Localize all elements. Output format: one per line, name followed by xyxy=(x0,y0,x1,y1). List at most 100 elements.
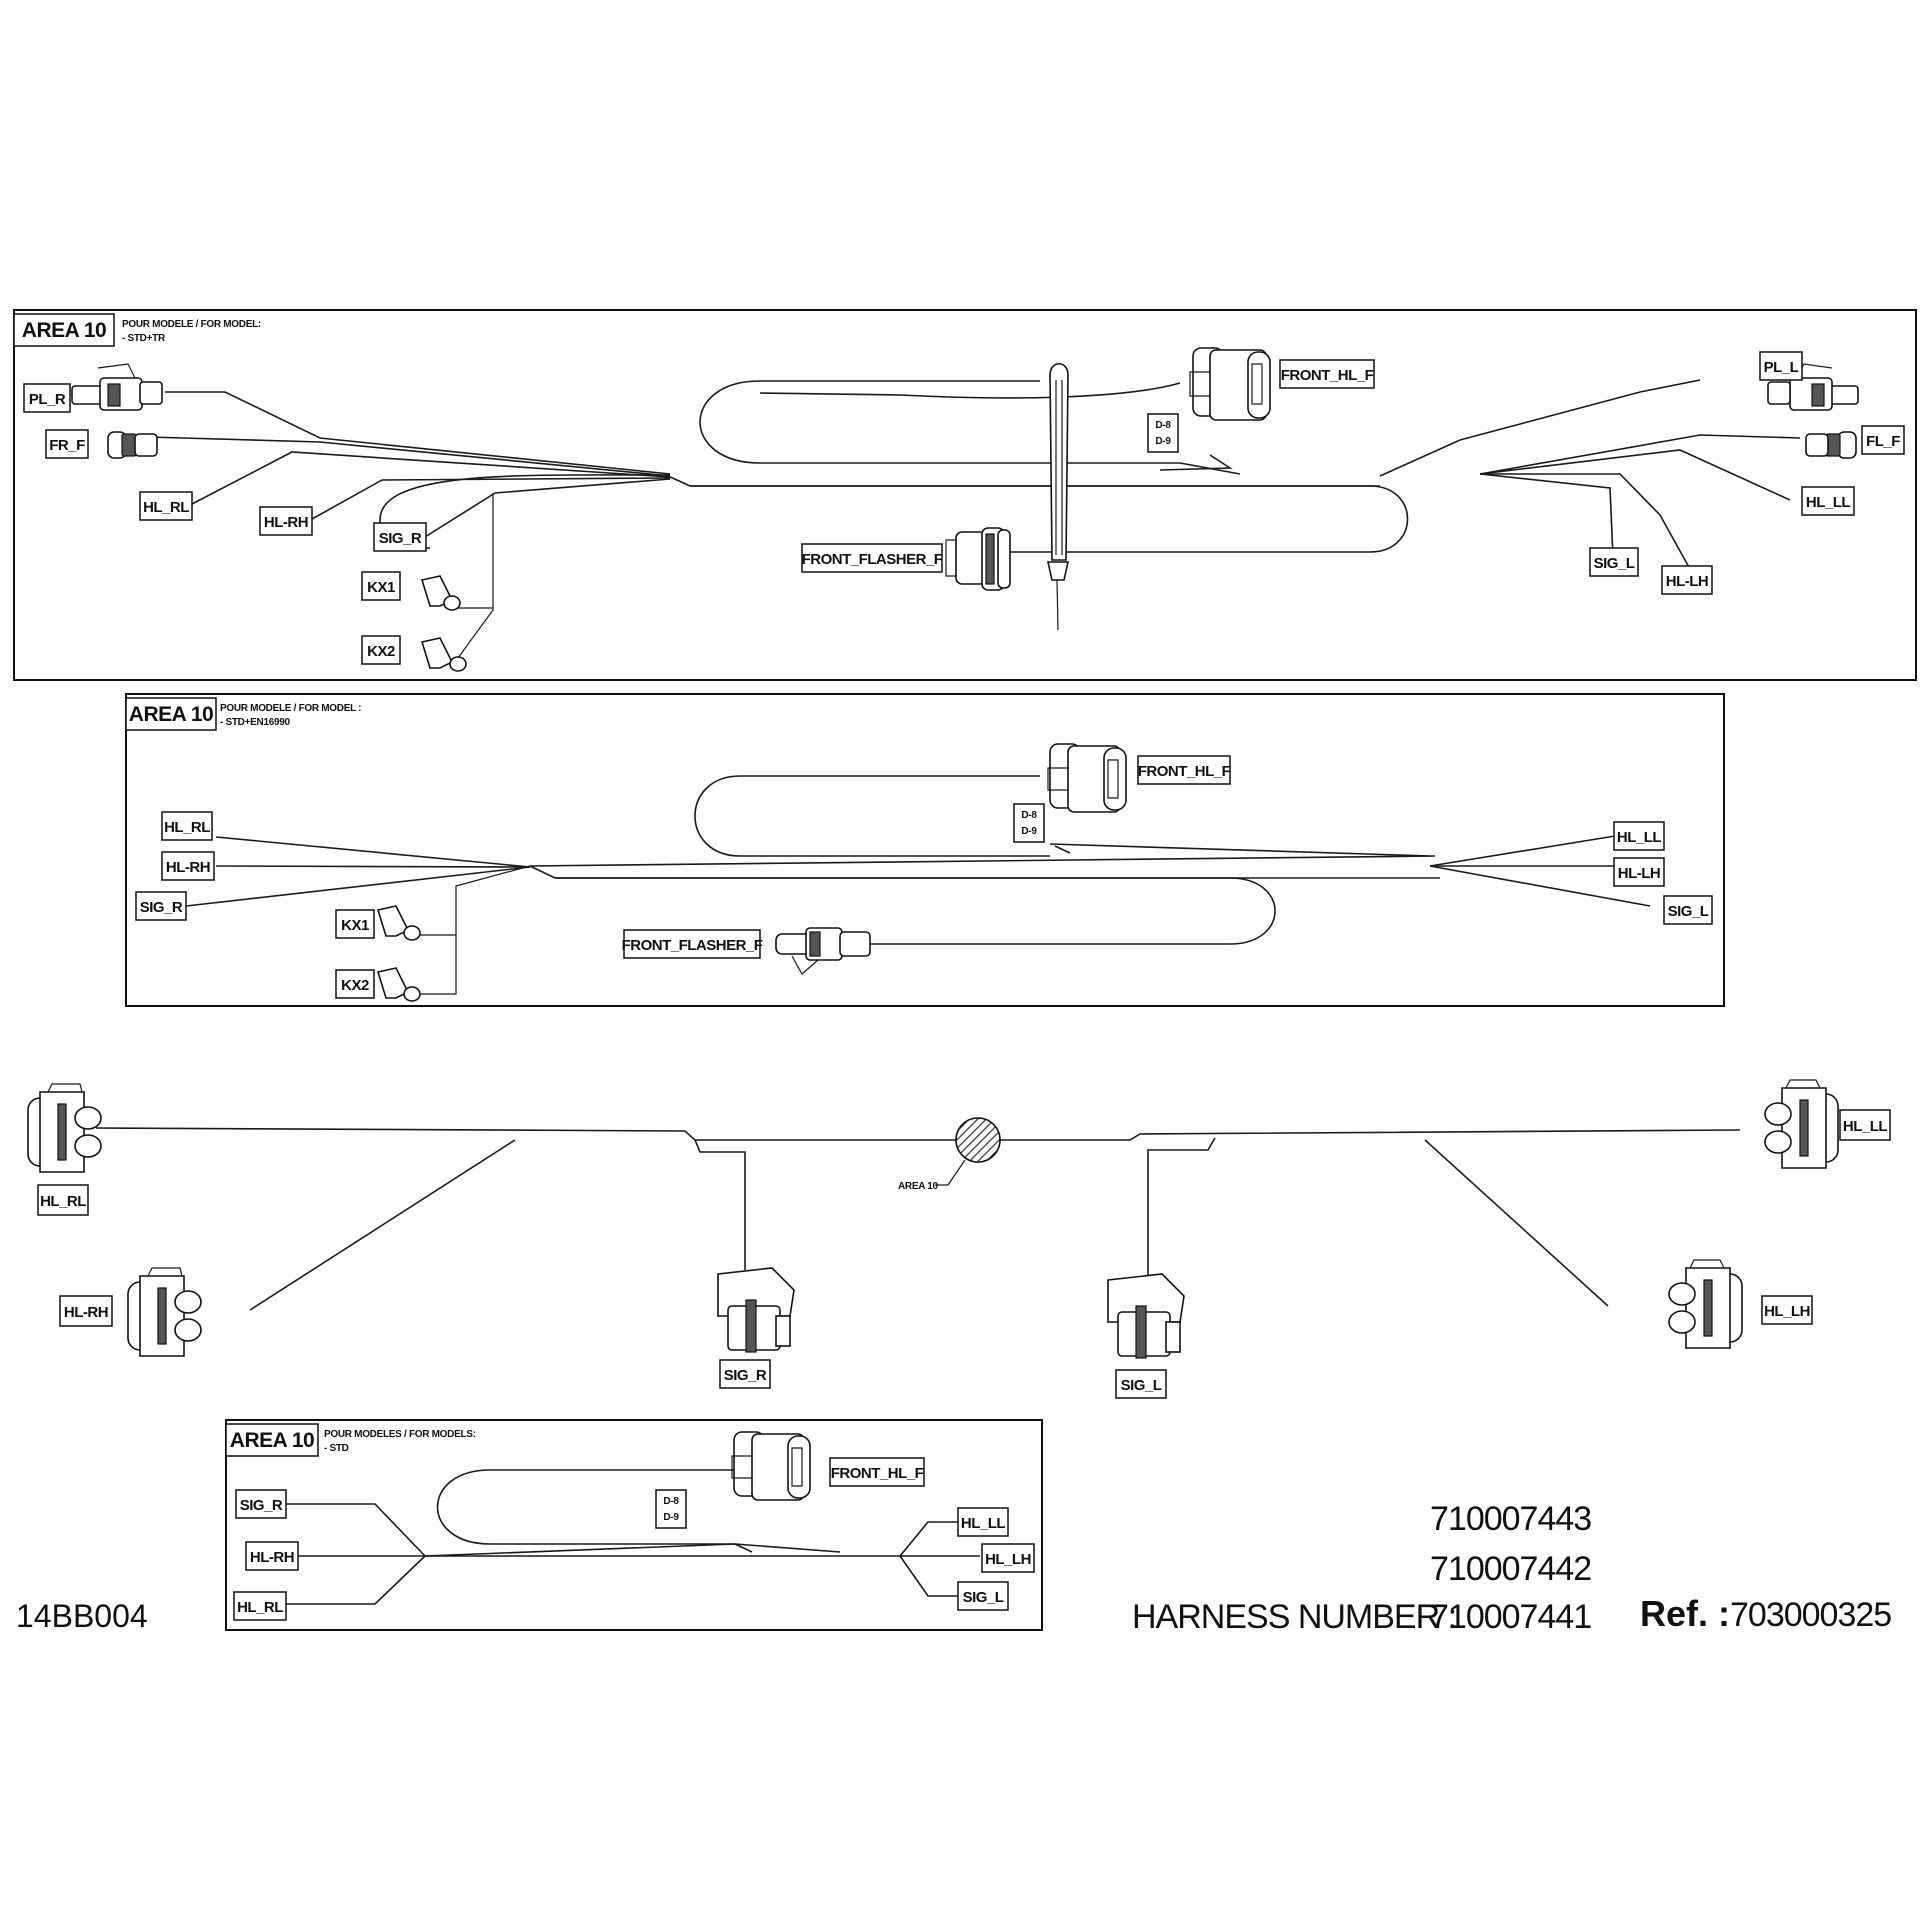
harness-number-1: 710007443 xyxy=(1430,1500,1591,1538)
label-box xyxy=(1759,351,1803,381)
connector-hl-rl xyxy=(27,1083,102,1173)
label-kx2: KX2 xyxy=(367,643,395,660)
label-d8: D-8 xyxy=(1021,810,1037,821)
model-variant: - STD+EN16990 xyxy=(220,717,290,728)
label-box xyxy=(957,1507,1009,1537)
connector-front-hl-f xyxy=(1189,347,1271,421)
label-hl-rh: HL-RH xyxy=(166,859,210,876)
label-box xyxy=(233,1591,287,1621)
label-hl-rl: HL_RL xyxy=(40,1193,86,1210)
label-d9: D-9 xyxy=(663,1512,679,1523)
connector-front-flasher-f xyxy=(945,527,1011,591)
label-hl-lh: HL-LH xyxy=(1666,573,1709,590)
label-box xyxy=(829,1457,925,1487)
panel-title: AREA 10 xyxy=(129,703,213,726)
label-box xyxy=(655,1489,687,1529)
label-box xyxy=(1839,1109,1891,1141)
label-box xyxy=(1761,1295,1813,1325)
label-sig-r: SIG_R xyxy=(240,1497,283,1514)
label-sig-l: SIG_L xyxy=(1668,903,1709,920)
label-box xyxy=(957,1581,1009,1611)
label-box xyxy=(335,909,375,939)
label-hl-lh: HL-LH xyxy=(1618,865,1661,882)
harness-number-3: 710007441 xyxy=(1430,1598,1591,1636)
ref-label: Ref. : xyxy=(1640,1593,1730,1634)
label-hl-rl: HL_RL xyxy=(164,819,210,836)
label-hl-ll: HL_LL xyxy=(1843,1118,1888,1135)
label-d9: D-9 xyxy=(1155,436,1171,447)
panel-title: AREA 10 xyxy=(22,319,106,342)
label-box xyxy=(801,543,943,573)
panel-std: AREA 10 POUR MODELES / FOR MODELS: - STD… xyxy=(225,1419,1043,1631)
label-box xyxy=(23,383,71,413)
label-fr-f: FR_F xyxy=(49,437,85,454)
connector-kx1 xyxy=(420,575,461,611)
label-hl-rl: HL_RL xyxy=(143,499,189,516)
label-box xyxy=(259,506,313,536)
label-box xyxy=(1801,486,1855,516)
model-note: POUR MODELE / FOR MODEL : xyxy=(220,703,361,714)
label-box xyxy=(139,491,193,521)
label-front-hl-f: FRONT_HL_F xyxy=(831,1465,924,1482)
label-box xyxy=(245,1541,299,1571)
harness-number-2: 710007442 xyxy=(1430,1550,1591,1588)
label-hl-rh: HL-RH xyxy=(250,1549,294,1566)
label-box xyxy=(1147,413,1179,453)
label-d9: D-9 xyxy=(1021,826,1037,837)
label-hl-ll: HL_LL xyxy=(1806,494,1851,511)
panel-frame xyxy=(225,1419,1043,1631)
label-hl-lh: HL_LH xyxy=(985,1551,1031,1568)
label-pl-l: PL_L xyxy=(1764,359,1799,376)
panel-std-tr: AREA 10 POUR MODELE / FOR MODEL: - STD+T… xyxy=(13,309,1917,681)
label-hl-ll: HL_LL xyxy=(961,1515,1006,1532)
connector-sig-l xyxy=(1107,1273,1185,1359)
harness-number-label: HARNESS NUMBER : xyxy=(1132,1598,1456,1636)
connector-hl-rh xyxy=(127,1267,202,1357)
label-hl-rh: HL-RH xyxy=(64,1304,108,1321)
label-box xyxy=(1861,425,1905,455)
cable-tie xyxy=(1047,362,1069,631)
area-title-box xyxy=(125,697,217,731)
connector-kx2 xyxy=(376,967,421,1002)
label-box xyxy=(335,969,375,999)
label-d8: D-8 xyxy=(1155,420,1171,431)
label-box xyxy=(1013,803,1045,843)
area-10-marker xyxy=(955,1117,1001,1163)
area-marker-label: AREA 10 xyxy=(898,1181,939,1192)
label-sig-r: SIG_R xyxy=(724,1367,767,1384)
label-d8: D-8 xyxy=(663,1496,679,1507)
label-box xyxy=(1613,821,1665,851)
label-kx2: KX2 xyxy=(341,977,369,994)
connector-front-flasher-f xyxy=(775,927,871,975)
connector-hl-ll xyxy=(1764,1079,1839,1169)
connector-pl-l xyxy=(1767,363,1859,411)
label-box xyxy=(981,1543,1035,1573)
panel-frame xyxy=(13,309,1917,681)
connector-front-hl-f xyxy=(1047,743,1127,813)
drawing-id: 14BB004 xyxy=(16,1598,148,1634)
label-sig-l: SIG_L xyxy=(1121,1377,1162,1394)
label-box xyxy=(1115,1369,1167,1399)
panel-frame xyxy=(125,693,1725,1007)
label-box xyxy=(161,811,213,841)
label-box xyxy=(37,1184,89,1216)
label-front-hl-f: FRONT_HL_F xyxy=(1138,763,1231,780)
label-box xyxy=(161,851,215,881)
label-box xyxy=(135,891,187,921)
panel-std-en16990: AREA 10 POUR MODELE / FOR MODEL : - STD+… xyxy=(125,693,1725,1007)
label-sig-l: SIG_L xyxy=(1594,555,1635,572)
connector-kx2 xyxy=(420,637,467,672)
connector-fl-f xyxy=(1805,431,1857,459)
area-title-box xyxy=(13,313,115,347)
label-box xyxy=(623,929,761,959)
title-block: 14BB004 710007443 710007442 HARNESS NUMB… xyxy=(16,1500,1892,1636)
label-box xyxy=(719,1359,771,1389)
label-box xyxy=(1661,565,1713,595)
label-sig-r: SIG_R xyxy=(140,899,183,916)
label-pl-r: PL_R xyxy=(29,391,66,408)
connector-kx1 xyxy=(376,905,421,941)
label-box xyxy=(1589,547,1639,577)
connector-sig-r xyxy=(717,1267,795,1353)
label-box xyxy=(1279,359,1375,389)
